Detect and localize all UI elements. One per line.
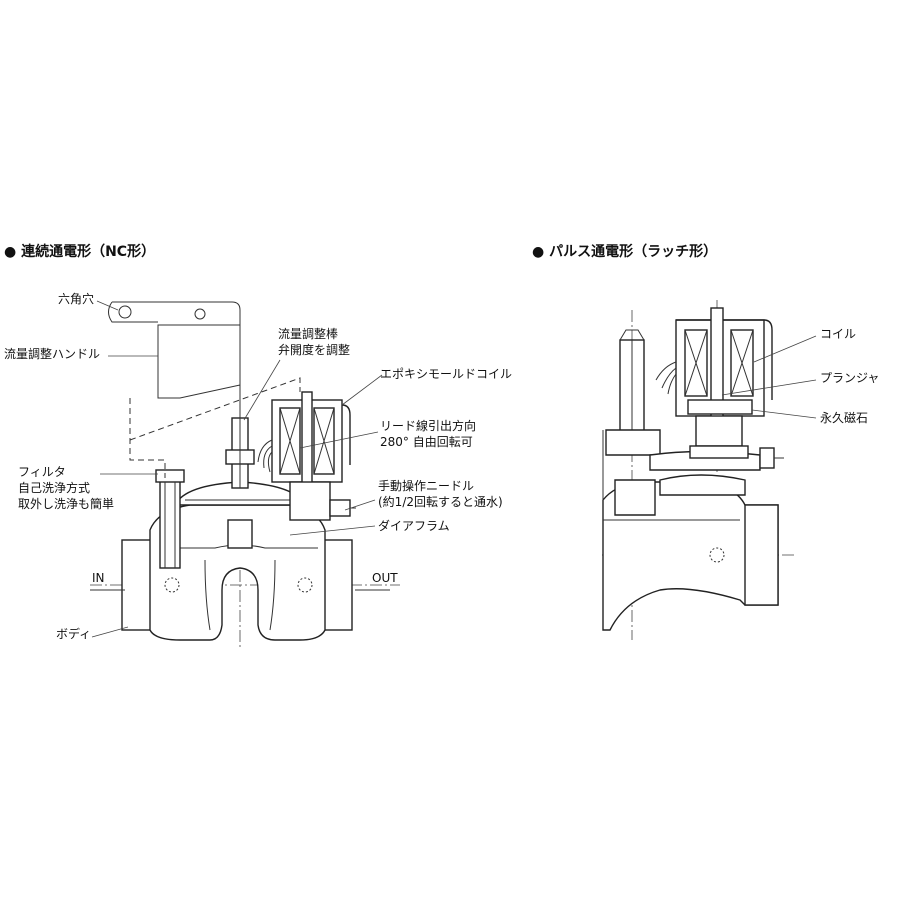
nc-leader-lines [91, 300, 383, 638]
latch-leader-lines [721, 335, 817, 419]
label-filter-1: フィルタ [18, 465, 66, 479]
latch-title: ● パルス通電形（ラッチ形） [532, 243, 717, 260]
label-flow-handle: 流量調整ハンドル [4, 346, 100, 361]
label-manual-2: (約1/2回転すると通水) [378, 494, 503, 509]
label-flow-rod-1: 流量調整棒 [278, 326, 338, 341]
label-coil: コイル [820, 327, 856, 341]
nc-title: ● 連続通電形（NC形） [4, 243, 155, 260]
label-filter-3: 取外し洗浄も簡単 [18, 496, 114, 511]
label-flow-rod-2: 弁開度を調整 [278, 342, 350, 357]
label-in: IN [92, 571, 105, 585]
latch-type-diagram [602, 300, 795, 640]
label-lead-2: 280° 自由回転可 [380, 435, 473, 449]
label-magnet: 永久磁石 [820, 410, 868, 425]
label-plunger: プランジャ [820, 371, 879, 385]
label-body: ボディ [56, 626, 91, 641]
label-manual-1: 手動操作ニードル [378, 478, 474, 493]
label-lead-1: リード線引出方向 [380, 418, 476, 433]
label-filter-2: 自己洗浄方式 [18, 480, 90, 495]
label-out: OUT [372, 571, 398, 585]
nc-type-diagram [90, 301, 400, 650]
label-hex-hole: 六角穴 [58, 291, 94, 306]
label-epoxy-coil: エポキシモールドコイル [380, 367, 512, 381]
label-diaphragm: ダイアフラム [378, 518, 450, 533]
